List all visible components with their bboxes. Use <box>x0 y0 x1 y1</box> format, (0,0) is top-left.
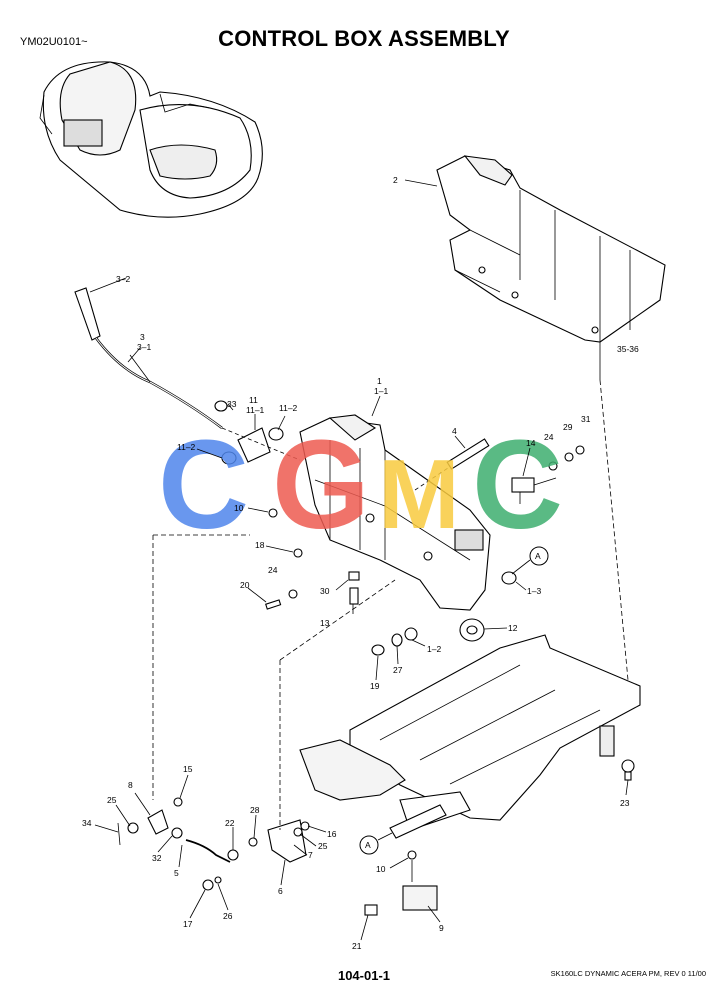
diagram-code: YM02U0101~ <box>20 36 88 48</box>
control-box-housing <box>404 155 666 681</box>
callout-29: 29 <box>563 422 573 432</box>
callout-28: 28 <box>250 805 260 815</box>
callout-24-lower: 24 <box>268 565 278 575</box>
callout-16: 16 <box>327 829 337 839</box>
callout-25-left: 25 <box>107 795 117 805</box>
callout-1-2: 1–2 <box>427 644 441 654</box>
callout-35-36: 35-36 <box>617 344 639 354</box>
callout-9: 9 <box>439 923 444 933</box>
watermark-letter-g: G <box>272 414 370 555</box>
callout-18: 18 <box>255 540 265 550</box>
callout-23: 23 <box>620 798 630 808</box>
watermark-letter-m: M <box>378 439 460 549</box>
callout-2: 2 <box>393 175 398 185</box>
callout-22: 22 <box>225 818 235 828</box>
callout-labels: 2 3–2 3 3–1 33 11 11–1 11–2 11–2 1 1–1 4… <box>82 175 639 951</box>
callout-3-1: 3–1 <box>137 342 151 352</box>
callout-30: 30 <box>320 586 330 596</box>
page-number: 104-01-1 <box>337 968 391 983</box>
main-bracket <box>299 414 491 611</box>
callout-1-1: 1–1 <box>374 386 388 396</box>
callout-a-lower: A <box>365 840 371 850</box>
page-title: CONTROL BOX ASSEMBLY <box>218 26 510 51</box>
callout-14: 14 <box>526 438 536 448</box>
control-lever <box>74 277 223 429</box>
callout-13: 13 <box>320 618 330 628</box>
footer-info: SK160LC DYNAMIC ACERA PM, REV 0 11/00 <box>550 969 706 978</box>
callout-10-lower: 10 <box>376 864 386 874</box>
callout-21: 21 <box>352 941 362 951</box>
leader-lines <box>94 354 629 941</box>
callout-8: 8 <box>128 780 133 790</box>
callout-3-2: 3–2 <box>116 274 130 284</box>
base-frame <box>299 634 641 831</box>
pivot-assembly <box>214 400 301 465</box>
fasteners-group <box>265 508 517 656</box>
callout-26: 26 <box>223 911 233 921</box>
callout-4: 4 <box>452 426 457 436</box>
limit-switch <box>511 445 585 504</box>
callout-17: 17 <box>183 919 193 929</box>
long-bolt <box>414 438 490 491</box>
watermark-letter-c1: C <box>158 414 249 555</box>
reference-circle-a-lower <box>359 835 379 855</box>
callout-5: 5 <box>174 868 179 878</box>
callout-11-1: 11–1 <box>246 405 265 415</box>
callout-3: 3 <box>140 332 145 342</box>
callout-11: 11 <box>249 395 258 405</box>
callout-10-upper: 10 <box>234 503 244 513</box>
callout-25-right: 25 <box>318 841 328 851</box>
machine-overview-illustration <box>39 61 263 218</box>
callout-33: 33 <box>227 399 237 409</box>
callout-19: 19 <box>370 681 380 691</box>
callout-27: 27 <box>393 665 403 675</box>
callout-a-upper: A <box>535 551 541 561</box>
callout-6: 6 <box>278 886 283 896</box>
callout-1-3: 1–3 <box>527 586 541 596</box>
callout-20: 20 <box>240 580 250 590</box>
callout-31: 31 <box>581 414 591 424</box>
callout-24-upper: 24 <box>544 432 554 442</box>
callout-7: 7 <box>308 850 313 860</box>
callout-1: 1 <box>377 376 382 386</box>
callout-12: 12 <box>508 623 518 633</box>
reference-circle-a-upper <box>529 546 549 566</box>
callout-11-2-lower: 11–2 <box>177 442 196 452</box>
shaft-and-bracket <box>364 804 447 916</box>
callout-15: 15 <box>183 764 193 774</box>
watermark-letter-c2: C <box>472 414 563 555</box>
callout-34: 34 <box>82 818 92 828</box>
watermark: C G M C <box>158 414 563 555</box>
callout-11-2-upper: 11–2 <box>279 403 298 413</box>
callout-32: 32 <box>152 853 162 863</box>
